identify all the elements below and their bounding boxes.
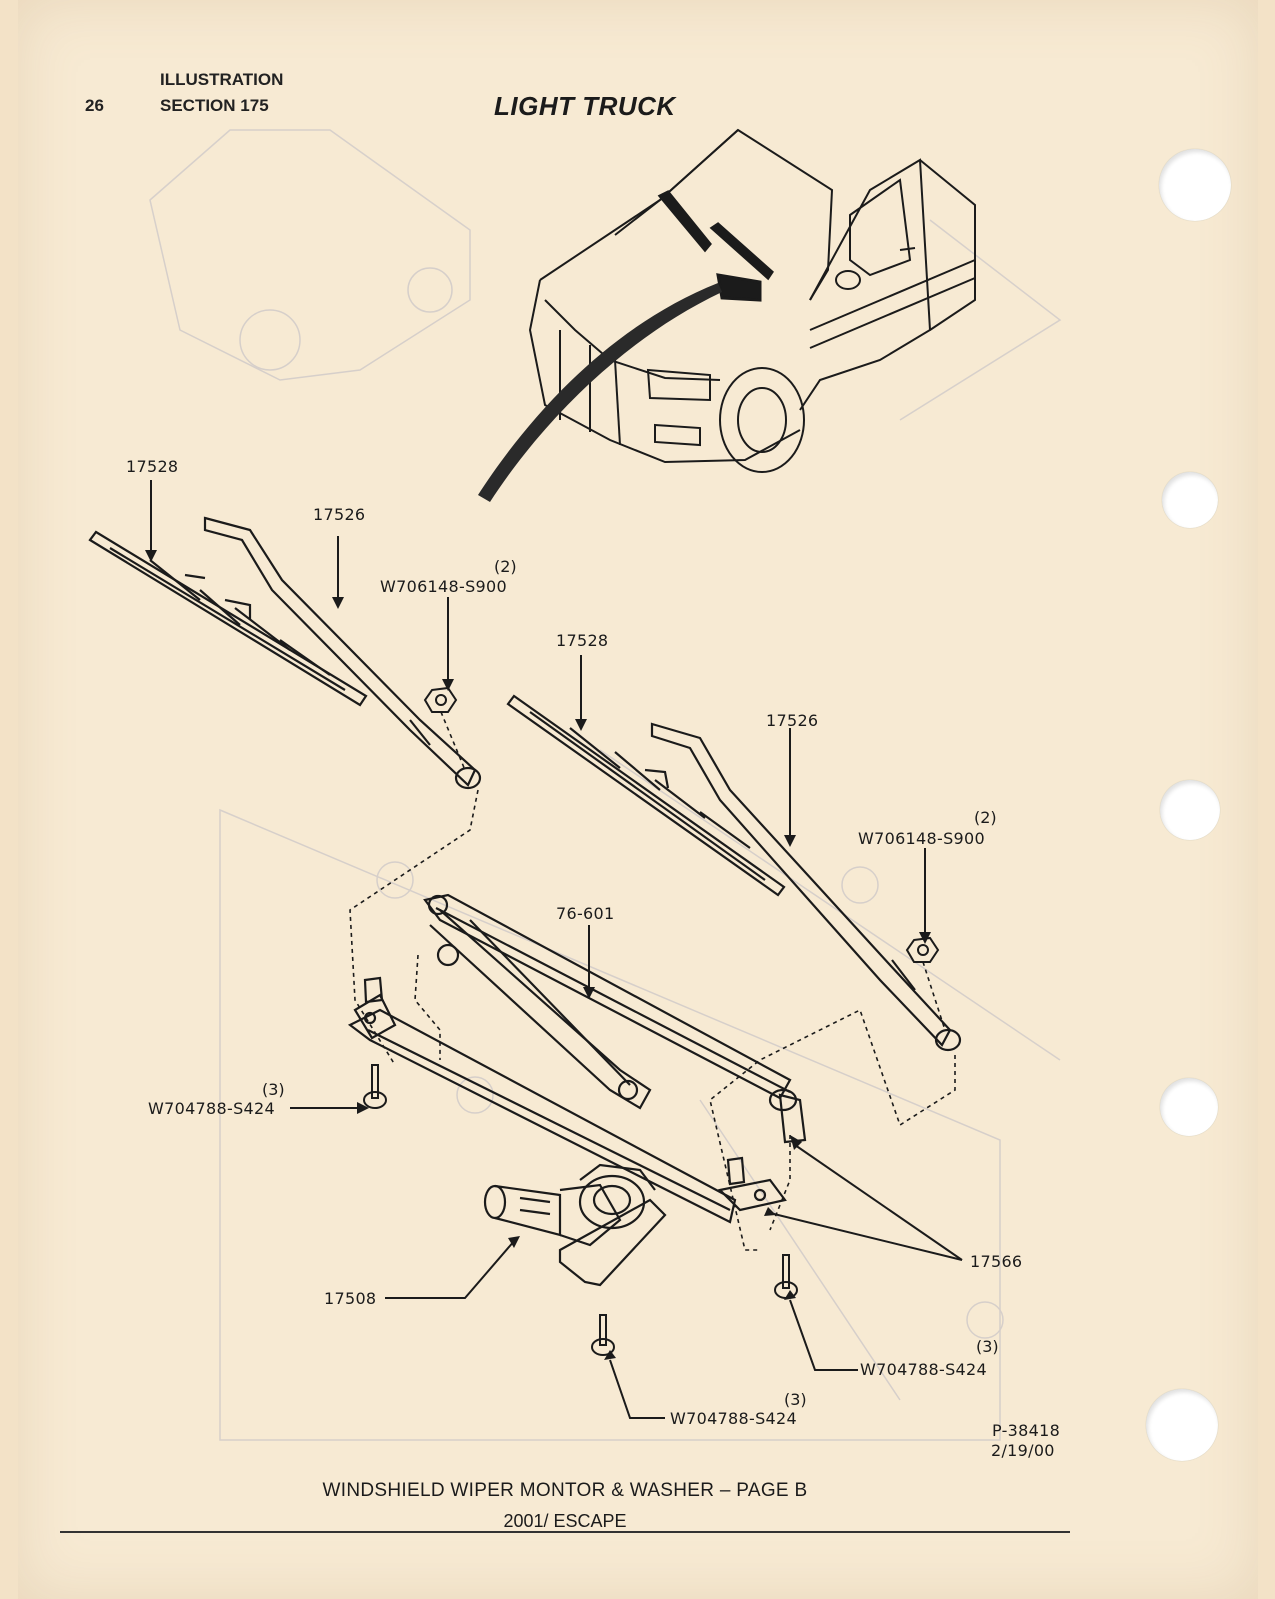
callout-blade-left: 17528 <box>126 457 179 476</box>
page-footer-title: WINDSHIELD WIPER MONTOR & WASHER – PAGE … <box>322 1480 808 1501</box>
category-title: LIGHT TRUCK <box>494 91 676 121</box>
wiper-arm-right <box>650 722 962 1052</box>
callout-nut-right-qty: (2) <box>974 808 997 827</box>
callout-nut-right: W706148-S900 <box>858 829 985 848</box>
callout-arm-left: 17526 <box>313 505 366 524</box>
callout-bolt-right: W704788-S424 <box>860 1360 987 1379</box>
wiper-motor <box>483 1163 667 1287</box>
callout-bolt-bottom-qty: (3) <box>784 1390 807 1409</box>
callout-bolt-left-qty: (3) <box>262 1080 285 1099</box>
binder-hole <box>1162 472 1218 528</box>
alignment-lines <box>349 711 956 1251</box>
catalog-page <box>18 0 1258 1599</box>
callout-pivot: 17566 <box>970 1252 1023 1271</box>
wiper-blade-right <box>506 694 786 897</box>
callout-bolt-bottom: W704788-S424 <box>670 1409 797 1428</box>
wiper-arm-left <box>203 516 482 790</box>
bleed-through-ghost <box>149 129 1062 1441</box>
page-number: 26 <box>85 96 104 115</box>
section-number: SECTION 175 <box>160 96 269 115</box>
callout-nut-left-qty: (2) <box>494 557 517 576</box>
location-pointer <box>478 283 722 502</box>
page-footer-subtitle: 2001/ ESCAPE <box>503 1511 627 1531</box>
binder-hole <box>1160 1078 1218 1136</box>
callout-blade-right: 17528 <box>556 631 609 650</box>
binder-hole <box>1160 780 1220 840</box>
drawing-date: 2/19/00 <box>991 1441 1055 1460</box>
wiper-blade-left <box>88 530 368 707</box>
leader-lines <box>150 480 963 1419</box>
wiper-linkage <box>347 893 807 1224</box>
callout-bolt-left: W704788-S424 <box>148 1099 275 1118</box>
callout-bolt-right-qty: (3) <box>976 1337 999 1356</box>
callout-arm-right: 17526 <box>766 711 819 730</box>
vehicle-outline <box>528 128 976 473</box>
callout-linkage: 76-601 <box>556 904 615 923</box>
section-label: ILLUSTRATION <box>160 70 284 89</box>
callout-nut-left: W706148-S900 <box>380 577 507 596</box>
leader-arrowheads <box>145 550 931 1360</box>
drawing-number: P-38418 <box>992 1421 1061 1440</box>
bolt-icons <box>363 1064 798 1356</box>
nut-icons <box>423 686 940 963</box>
hood-wipers <box>657 190 774 302</box>
binder-hole <box>1146 1389 1218 1461</box>
binder-hole <box>1159 149 1231 221</box>
footer-rule <box>60 1531 1070 1533</box>
callout-motor: 17508 <box>324 1289 377 1308</box>
